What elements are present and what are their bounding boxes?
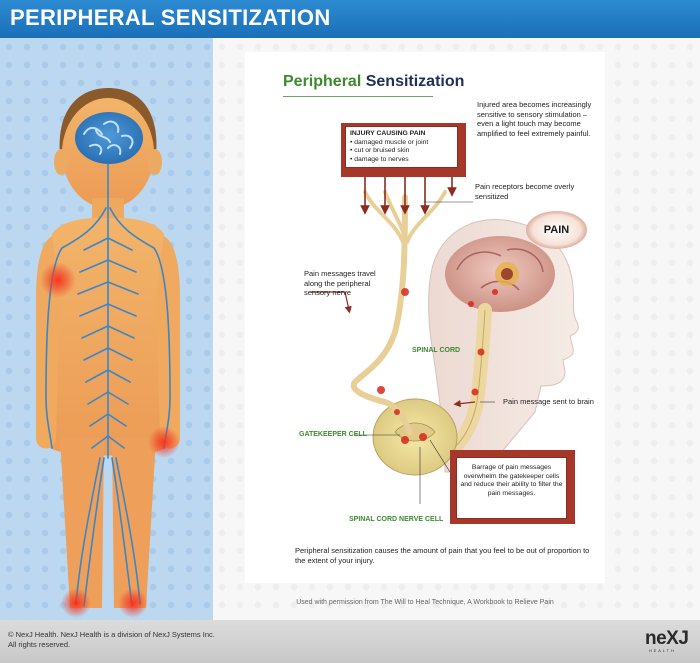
injury-box: INJURY CAUSING PAIN • damaged muscle or … <box>345 126 458 168</box>
bottom-summary-text: Peripheral sensitization causes the amou… <box>295 546 590 565</box>
barrage-box: Barrage of pain messages overwhelm the g… <box>456 457 567 519</box>
brain-label: Pain message sent to brain <box>503 397 594 406</box>
left-illustration-panel <box>0 38 213 620</box>
copyright-line-2: All rights reserved. <box>8 640 71 649</box>
injury-item: • damaged muscle or joint <box>350 138 429 146</box>
travel-label: Pain messages travel along the periphera… <box>304 269 376 297</box>
injury-item: • cut or bruised skin <box>350 147 410 154</box>
spinal-cord-label: SPINAL CORD <box>412 347 461 354</box>
intro-text: Injured area becomes increasingly sensit… <box>477 100 592 138</box>
injury-box-heading: INJURY CAUSING PAIN <box>350 130 426 137</box>
title-underline <box>283 96 433 97</box>
brain-icon <box>75 112 143 164</box>
header-bar: PERIPHERAL SENSITIZATION <box>0 0 700 38</box>
nerve-cell-label: SPINAL CORD NERVE CELL <box>349 516 444 523</box>
gatekeeper-label: GATEKEEPER CELL <box>299 431 367 438</box>
copyright-line-1: © NexJ Health. NexJ Health is a division… <box>8 630 215 639</box>
copyright-text: © NexJ Health. NexJ Health is a division… <box>8 630 215 650</box>
logo-word: neXJ <box>645 628 689 649</box>
body-silhouette <box>36 88 180 608</box>
pain-bubble <box>526 211 587 249</box>
diagram-title-part1: Peripheral <box>283 73 362 90</box>
diagram-title-part2: Sensitization <box>365 73 465 90</box>
injury-item: • damage to nerves <box>350 155 409 163</box>
nervous-system-lines <box>45 163 171 607</box>
page-title: PERIPHERAL SENSITIZATION <box>10 5 331 30</box>
logo-sub: HEALTH <box>649 649 676 653</box>
credit-text: Used with permission from The Will to He… <box>296 599 554 606</box>
peripheral-sensory-nerve <box>350 194 413 435</box>
footer-bar: © NexJ Health. NexJ Health is a division… <box>0 620 700 663</box>
diagram-title: Peripheral Sensitization <box>283 73 464 91</box>
body-figure-illustration <box>36 88 180 618</box>
receptors-label: Pain receptors become overly sensitized <box>475 182 575 201</box>
barrage-text: Barrage of pain messages overwhelm the g… <box>460 464 563 497</box>
pain-label: PAIN <box>543 224 570 236</box>
pain-hotspots <box>40 262 180 618</box>
nexj-health-logo: neXJ HEALTH <box>645 628 693 656</box>
